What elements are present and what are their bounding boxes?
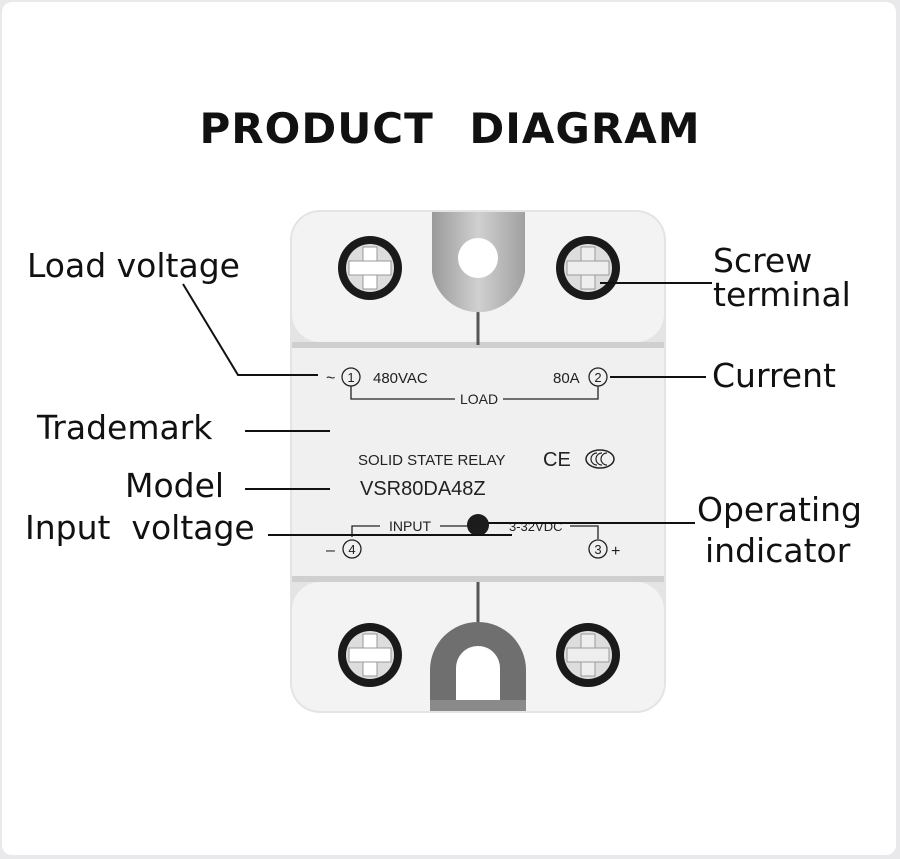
callout-screw-terminal-line2: terminal [713, 275, 851, 314]
screw-terminal-bottom-right [556, 623, 620, 687]
model-number: VSR80DA48Z [360, 478, 486, 500]
screw-terminal-bottom-left [338, 623, 402, 687]
callout-operating-indicator-line1: Operating [697, 490, 862, 529]
terminal2-number: 2 [594, 370, 601, 385]
current-rating: 80A [553, 370, 580, 387]
callout-model: Model [125, 466, 225, 505]
operating-indicator-led [467, 514, 489, 536]
callout-trademark: Trademark [37, 408, 213, 447]
callout-lines [182, 282, 712, 536]
screw-terminal-top-left [338, 236, 402, 300]
input-label: INPUT [389, 518, 431, 534]
callout-load-voltage: Load voltage [27, 246, 240, 285]
top-mounting-tab [432, 212, 525, 313]
callout-current: Current [712, 356, 836, 395]
screw-terminal-top-right [556, 236, 620, 300]
page-title: PRODUCT DIAGRAM [199, 104, 701, 153]
callout-operating-indicator-line2: indicator [705, 531, 851, 570]
terminal4-symbol: – [326, 542, 335, 559]
ccc-certification-icon [585, 449, 615, 469]
load-voltage-rating: 480VAC [373, 370, 428, 387]
load-label: LOAD [460, 391, 498, 407]
terminal4-number: 4 [348, 542, 355, 557]
terminal3-number: 3 [594, 542, 601, 557]
ce-mark: CE [543, 449, 571, 471]
bottom-mounting-slot [430, 622, 526, 711]
callout-input-voltage: Input voltage [25, 508, 255, 547]
terminal1-symbol: ~ [326, 370, 335, 387]
callout-screw-terminal-line1: Screw [713, 241, 813, 280]
terminal3-symbol: + [611, 543, 620, 560]
terminal1-number: 1 [347, 370, 354, 385]
relay-type: SOLID STATE RELAY [358, 452, 506, 469]
input-voltage-rating: 3-32VDC [509, 519, 562, 534]
